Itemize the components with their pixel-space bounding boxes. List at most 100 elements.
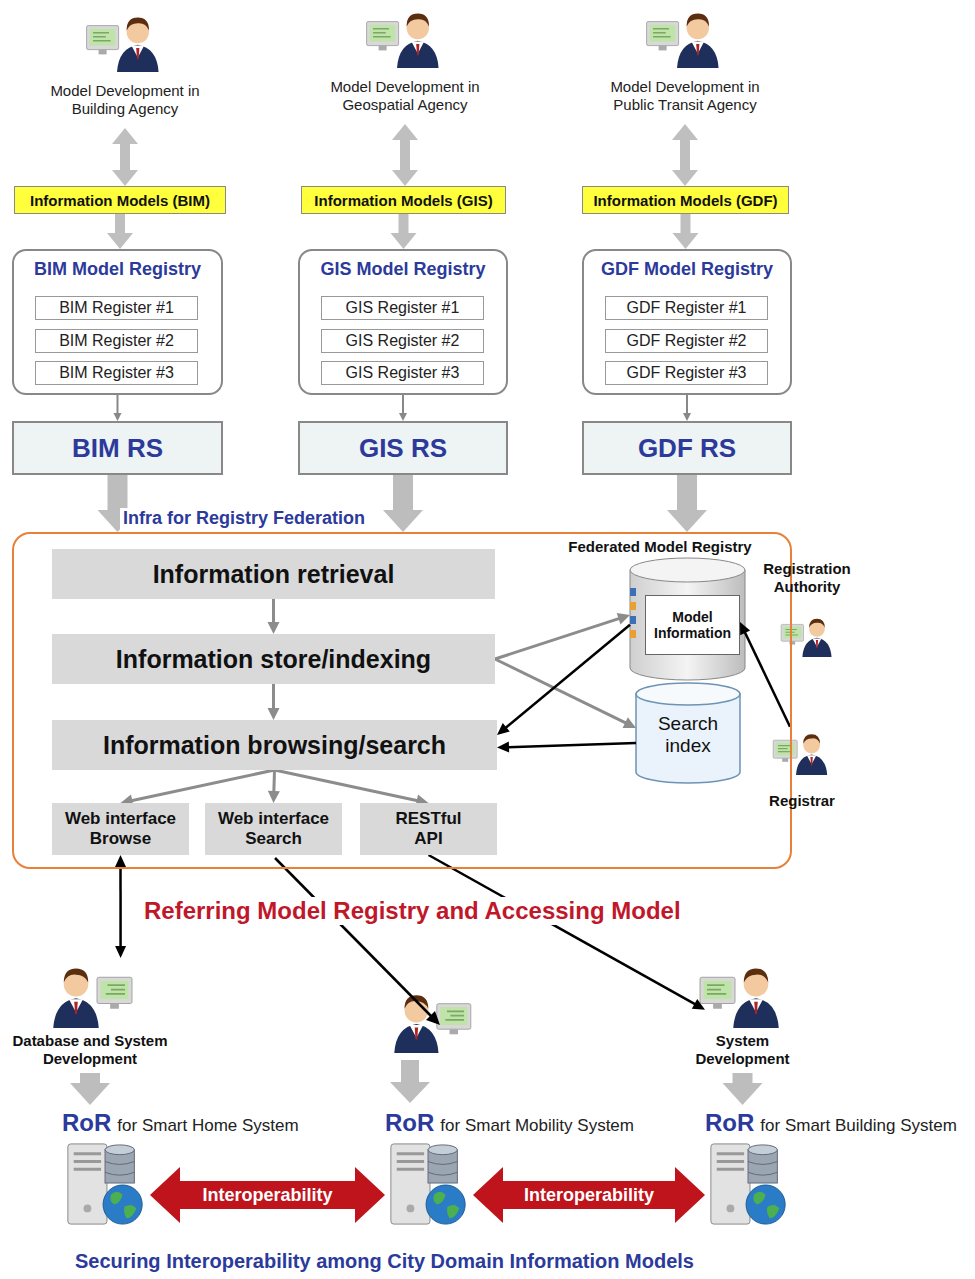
connector [70,1073,110,1105]
connector-line [745,632,790,727]
process-box: Information retrieval [52,549,495,599]
connector-line [502,1181,676,1209]
ror-system: RoRfor Smart Mobility System [385,1105,650,1230]
connector-line [677,475,697,511]
arrow-head [390,1082,430,1103]
registry-box: BIM Model RegistryBIM Register #1BIM Reg… [12,249,223,395]
node-label: Information Models (BIM) [30,192,210,209]
node-label: Database and System Development [5,1032,175,1068]
connector-line [429,855,696,1004]
arrow-head [392,170,418,186]
person-icon [394,995,471,1053]
node-label: GIS Register #1 [346,299,460,317]
connector-line [508,743,636,747]
connector-line [131,770,274,801]
connector-line [117,395,119,414]
arrow-head [723,1083,763,1105]
federation-frame: Infra for Registry FederationInformation… [12,532,792,869]
register-box: BIM Register #2 [35,329,198,353]
caption: Securing Interoperability among City Dom… [75,1250,694,1273]
arrow-head [740,622,750,635]
connector [473,1167,705,1223]
node-label: BIM Register #2 [59,332,174,350]
arrow-head [392,124,418,140]
connector [275,770,429,806]
node-label: Model Development in Geospatial Agency [310,78,500,114]
connector-line [119,866,122,947]
connector-line [272,684,275,709]
actor: Registration Authority [757,560,857,660]
node-label: GIS Register #2 [346,332,460,350]
connector [399,395,407,421]
node-body: for Smart Home System [117,1116,298,1136]
register-box: GIS Register #3 [321,361,484,385]
stripe [630,616,636,624]
arrow-head [391,233,417,249]
connector [497,625,630,735]
access-arrow [275,858,431,1016]
connector-line [393,475,413,511]
node-label: Registrar [762,792,842,810]
interface-box: RESTful API [360,803,497,855]
model-box: Information Models (BIM) [14,186,226,214]
section-label: Referring Model Registry and Accessing M… [140,897,685,925]
registry-service-box: GIS RS [298,421,508,475]
arrow-head [268,791,280,803]
server-icon [391,1144,465,1224]
arrow-head [114,413,122,421]
node-label: RoR [705,1109,754,1137]
development-arrow [401,1060,419,1082]
connector [740,622,790,727]
node-body: for Smart Mobility System [440,1116,634,1136]
connector [268,684,280,720]
node-label: Information Models (GDF) [593,192,777,209]
node-label: GDF Register #3 [626,364,746,382]
actor: Registrar [762,725,842,810]
connector [683,395,691,421]
connector [107,214,133,249]
cylinder-top [636,683,740,705]
connector-line [115,214,125,234]
arrow-head [355,1167,385,1223]
node-label: GDF RS [638,433,736,464]
connector-line [272,770,276,792]
arrow-head [107,233,133,249]
arrow-head [399,413,407,421]
connector-line [505,625,630,728]
node-body: for Smart Building System [760,1116,957,1136]
arrow-head [268,622,280,634]
connector-line [272,599,275,623]
connector-line [120,143,130,171]
node-label: Model Development in Building Agency [30,82,220,118]
connector [121,770,275,806]
node-label: Infra for Registry Federation [120,508,368,529]
node-label: GIS Register #3 [346,364,460,382]
ror-system: RoR for Smart Building System [705,1105,970,1230]
arrow-head [426,1011,440,1025]
database-node: Federated Model RegistryModel Informatio… [560,538,760,678]
node-label: Search index [636,713,740,757]
person-icon [700,969,779,1029]
node-label: GIS Model Registry [300,259,506,280]
arrow-head [623,717,636,728]
node-label: BIM Register #3 [59,364,174,382]
node-label: RoR [62,1109,111,1137]
arrow-head [383,510,423,532]
registry-box: GDF Model RegistryGDF Register #1GDF Reg… [582,249,792,395]
node-label: GDF Register #2 [626,332,746,350]
model-box: Information Models (GDF) [582,186,789,214]
node-label: Information store/indexing [116,645,431,674]
connector-line [400,139,410,171]
registry-service-box: BIM RS [12,421,223,475]
connector-label: Interoperability [520,1185,658,1206]
arrow-head [70,1083,110,1105]
connector-line [275,770,418,801]
node-label: BIM Register #1 [59,299,174,317]
connector [673,214,699,249]
connector-label: Interoperability [198,1185,336,1206]
person-icon [367,14,439,68]
person-icon [773,734,827,775]
connector-line [402,395,404,414]
register-box: BIM Register #3 [35,361,198,385]
stripe [630,588,636,596]
